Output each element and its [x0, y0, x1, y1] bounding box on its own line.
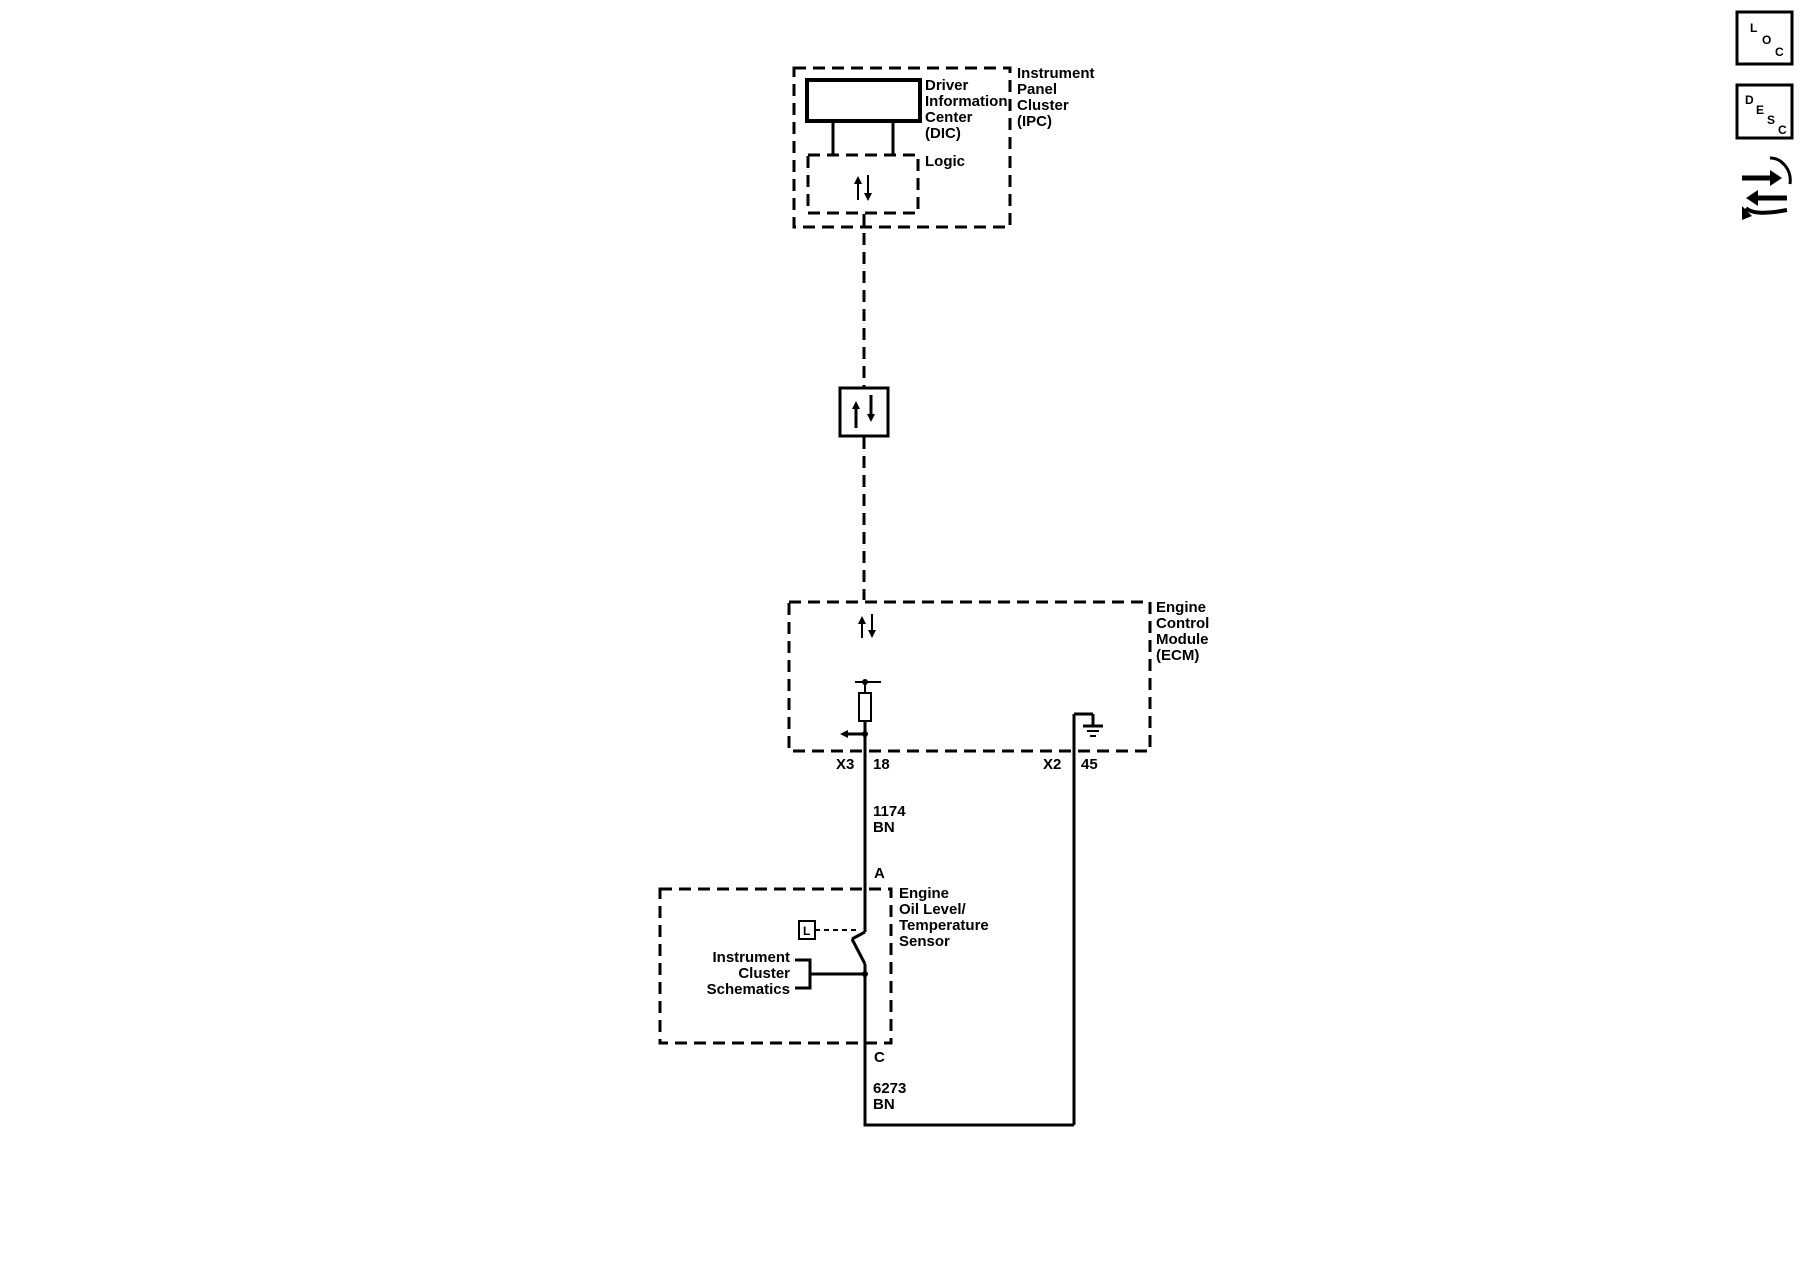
- sensor-pin-a: A: [874, 865, 885, 882]
- ecm-connector-right: X2: [1043, 756, 1061, 773]
- logic-label: Logic: [925, 153, 965, 170]
- dic-label-1: Driver: [925, 77, 969, 94]
- dic-display: [805, 78, 922, 123]
- ecm-pin-left: 18: [873, 756, 890, 773]
- wire-1174-circuit: 1174: [873, 803, 906, 820]
- ecm-label-3: Module: [1156, 631, 1209, 648]
- svg-text:L: L: [803, 924, 810, 938]
- ecm-boundary: [787, 600, 1152, 753]
- ipc-label-2: Panel: [1017, 81, 1057, 98]
- sensor-label-2: Oil Level/: [899, 901, 967, 918]
- sensor-label-1: Engine: [899, 885, 949, 902]
- circuit-wiring: 1174 BN 6273 BN: [863, 734, 1076, 1127]
- ipc-label-3: Cluster: [1017, 97, 1069, 114]
- cluster-schematics-reference: [795, 958, 868, 990]
- ecm-bidirectional-arrow-icon: [858, 614, 876, 638]
- ipc-label-1: Instrument: [1017, 65, 1095, 82]
- sensor-pin-c: C: [874, 1049, 885, 1066]
- sensor-boundary: [658, 887, 893, 1045]
- logic-boundary: [806, 153, 920, 215]
- svg-text:D: D: [1745, 93, 1754, 107]
- wire-6273: [863, 990, 1074, 1127]
- wrench-arrows-icon[interactable]: [1742, 156, 1792, 220]
- ecm-label-4: (ECM): [1156, 647, 1199, 664]
- reference-label-3: Schematics: [707, 981, 790, 998]
- sensor-label-4: Sensor: [899, 933, 950, 950]
- ecm-pin-right: 45: [1081, 756, 1098, 773]
- ecm-ground-icon: [1072, 712, 1103, 751]
- level-switch: [850, 923, 867, 965]
- reference-label-2: Cluster: [738, 965, 790, 982]
- bidirectional-arrow-icon: [854, 175, 872, 201]
- engine-control-module: Engine Control Module (ECM) X3 18 X2 45: [787, 599, 1209, 773]
- ecm-connector-left: X3: [836, 756, 854, 773]
- svg-text:C: C: [1775, 45, 1784, 59]
- ipc-boundary: [792, 66, 1012, 229]
- serial-data-arrow-icon: [852, 395, 875, 428]
- pull-up-resistor: [855, 679, 881, 734]
- wire-1174-color: BN: [873, 819, 895, 836]
- serial-data-symbol: [838, 386, 890, 438]
- ecm-label-1: Engine: [1156, 599, 1206, 616]
- engine-oil-level-temperature-sensor: L Instrument Cluster Schematics A C Engi…: [658, 865, 989, 1066]
- ipc-label-4: (IPC): [1017, 113, 1052, 130]
- dic-label-3: Center: [925, 109, 973, 126]
- serial-data-link: [838, 214, 890, 600]
- instrument-panel-cluster: Driver Information Center (DIC) Logic In…: [792, 65, 1095, 229]
- svg-text:O: O: [1762, 33, 1771, 47]
- description-icon[interactable]: D E S C: [1735, 83, 1794, 140]
- svg-text:L: L: [1750, 21, 1757, 35]
- level-indicator-icon: L: [798, 920, 816, 940]
- dic-label-2: Information: [925, 93, 1008, 110]
- svg-text:S: S: [1767, 113, 1775, 127]
- wire-6273-color: BN: [873, 1096, 895, 1113]
- wire-6273-circuit: 6273: [873, 1080, 906, 1097]
- sensor-label-3: Temperature: [899, 917, 989, 934]
- ecm-label-2: Control: [1156, 615, 1209, 632]
- svg-text:C: C: [1778, 123, 1787, 137]
- location-icon[interactable]: L O C: [1735, 10, 1794, 66]
- reference-label-1: Instrument: [712, 949, 790, 966]
- dic-label-4: (DIC): [925, 125, 961, 142]
- svg-text:E: E: [1756, 103, 1764, 117]
